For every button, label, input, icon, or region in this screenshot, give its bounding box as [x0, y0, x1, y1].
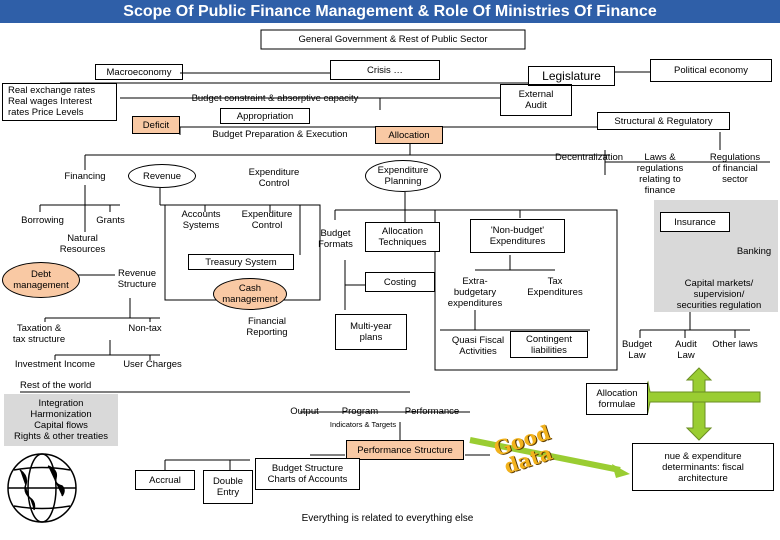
budget-constraint-label: Budget constraint & absorptive capacity — [191, 93, 359, 104]
integration-box: Integration Harmonization Capital flows … — [4, 394, 118, 446]
user-charges-label: User Charges — [123, 359, 182, 370]
costing-box: Costing — [365, 272, 435, 292]
macroeconomy-label: Macroeconomy — [106, 67, 172, 78]
diagram-title: Scope Of Public Finance Management & Rol… — [0, 0, 780, 23]
accounts-systems-label: Accounts Systems — [181, 209, 221, 231]
grants-label: Grants — [96, 215, 125, 226]
accrual-box: Accrual — [135, 470, 195, 490]
tax-expenditures-label: Tax Expenditures — [527, 276, 583, 298]
budget-formats-label: Budget Formats — [318, 228, 353, 250]
budget-preparation-label: Budget Preparation & Execution — [212, 129, 348, 140]
appropriation-label: Appropriation — [236, 111, 294, 122]
expenditure-planning-oval: Expenditure Planning — [365, 160, 441, 192]
multi-year-box: Multi-year plans — [335, 314, 407, 350]
expenditure-control-label: Expenditure Control — [241, 209, 293, 231]
banking-label: Banking — [736, 246, 772, 257]
general-government-label: General Government & Rest of Public Sect… — [298, 34, 488, 45]
other-laws-label: Other laws — [712, 339, 758, 350]
contingent-box: Contingent liabilities — [510, 331, 588, 358]
treasury-system-box: Treasury System — [188, 254, 294, 270]
laws-regulations-label: Laws & regulations relating to finance — [636, 152, 684, 196]
capital-markets-label: Capital markets/ supervision/ securities… — [676, 278, 762, 311]
extra-budgetary-label: Extra- budgetary expenditures — [447, 276, 503, 309]
external-audit-label: External Audit — [518, 89, 554, 111]
insurance-box: Insurance — [660, 212, 730, 232]
debt-management-oval: Debt management — [2, 262, 80, 298]
footer-label: Everything is related to everything else — [301, 513, 474, 524]
globe-icon — [7, 453, 77, 523]
investment-income-label: Investment Income — [14, 359, 96, 370]
crisis-label: Crisis … — [367, 65, 403, 76]
rest-of-world-label: Rest of the world — [20, 380, 92, 391]
cash-management-oval: Cash management — [213, 278, 287, 310]
decentralization-label: Decentralization — [554, 152, 624, 163]
allocation-box: Allocation — [375, 126, 443, 144]
structural-regulatory-box: Structural & Regulatory — [597, 112, 730, 130]
non-budget-box: 'Non-budget' Expenditures — [470, 219, 565, 253]
indicators-label: Indicators & Targets — [329, 420, 397, 429]
revenue-structure-label: Revenue Structure — [117, 268, 157, 290]
legislature-box: Legislature — [528, 66, 615, 86]
financing-label: Financing — [64, 171, 106, 182]
audit-law-label: Audit Law — [675, 339, 697, 361]
political-economy-box: Political economy — [650, 59, 772, 82]
allocation-techniques-box: Allocation Techniques — [365, 222, 440, 252]
allocation-formulae-box: Allocation formulae — [586, 383, 648, 415]
deficit-box: Deficit — [132, 116, 180, 134]
quasi-fiscal-label: Quasi Fiscal Activities — [451, 335, 505, 357]
regulations-financial-label: Regulations of financial sector — [709, 152, 761, 185]
natural-resources-label: Natural Resources — [59, 233, 106, 255]
arrow-head-green — [612, 464, 630, 478]
double-entry-box: Double Entry — [203, 470, 253, 504]
revenue-oval: Revenue — [128, 164, 196, 188]
expenditure-control-oval-label: Expenditure Control — [248, 167, 300, 189]
taxation-label: Taxation & tax structure — [12, 323, 66, 345]
revenue-determinants-box: nue & expenditure determinants: fiscal a… — [632, 443, 774, 491]
budget-structure-box: Budget Structure Charts of Accounts — [255, 458, 360, 490]
financial-reporting-label: Financial Reporting — [246, 316, 288, 338]
budget-law-label: Budget Law — [621, 339, 653, 361]
program-label: Program — [341, 406, 379, 417]
macro-indicators-label: Real exchange rates Real wages Interest … — [8, 85, 96, 118]
borrowing-label: Borrowing — [21, 215, 64, 226]
non-tax-label: Non-tax — [128, 323, 162, 334]
performance-structure-box: Performance Structure — [346, 440, 464, 460]
output-label: Output — [290, 406, 319, 417]
performance-label: Performance — [404, 406, 460, 417]
